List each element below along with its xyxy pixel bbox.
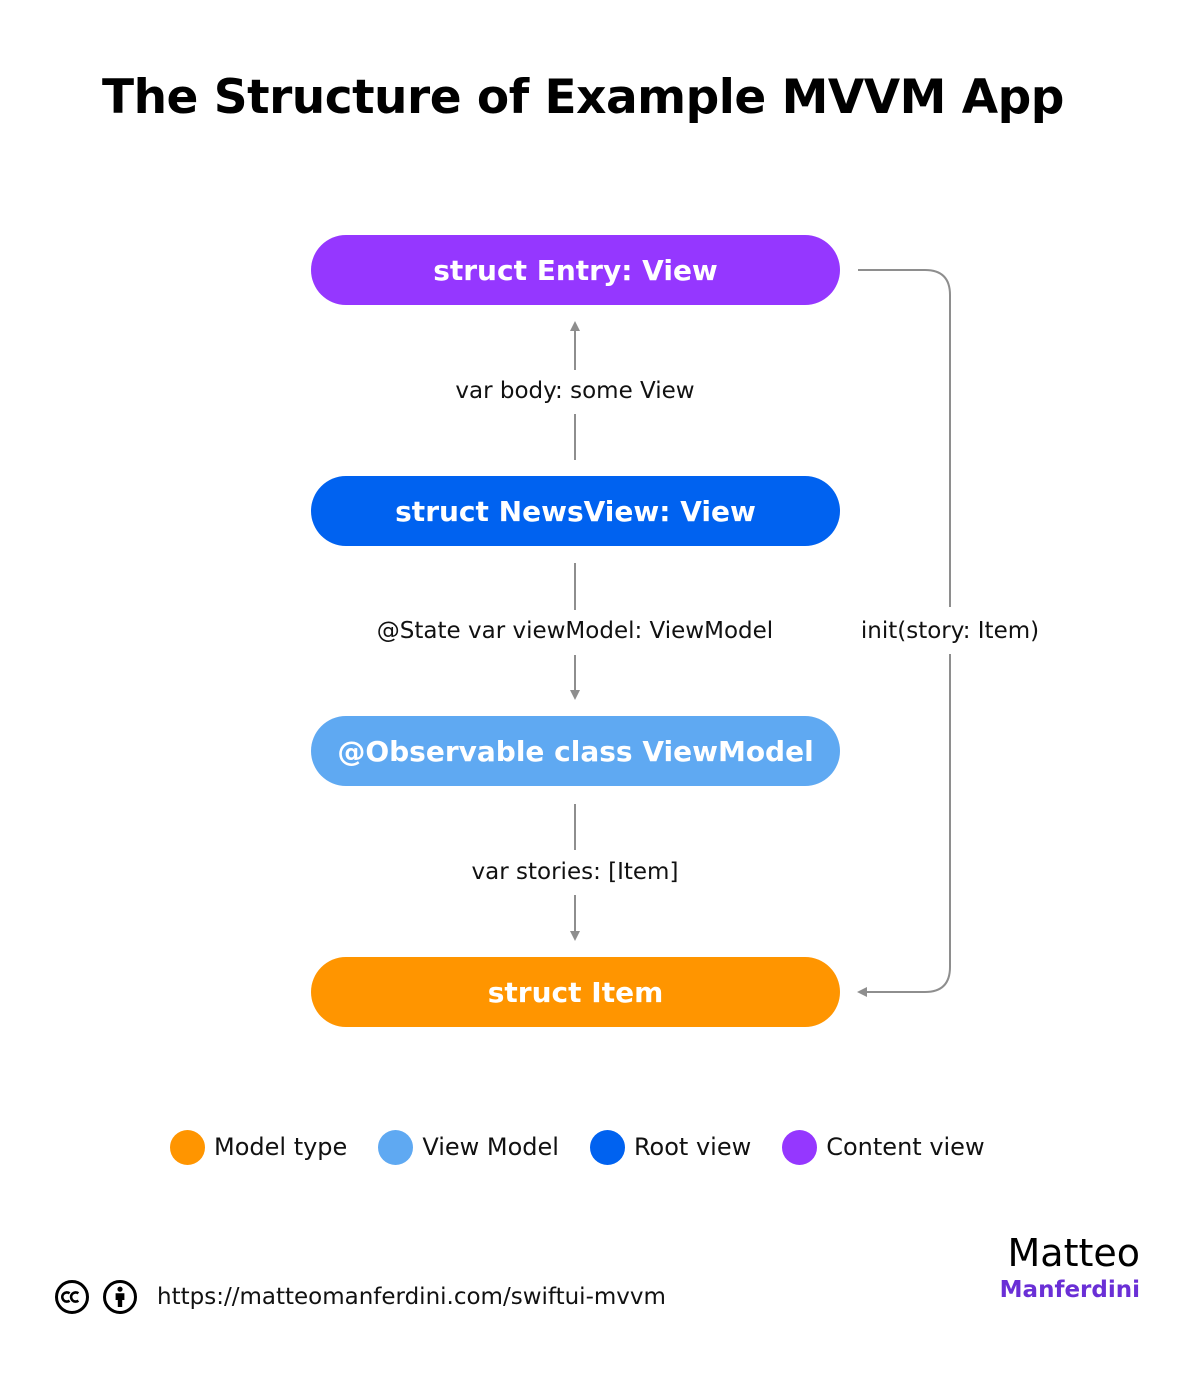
node-item-label: struct Item xyxy=(487,975,664,1009)
legend-dot-view-model xyxy=(378,1129,414,1165)
legend-item-view-model: View Model xyxy=(378,1129,559,1165)
legend-label-root-view: Root view xyxy=(633,1133,752,1161)
diagram-title: The Structure of Example MVVM App xyxy=(102,70,1064,125)
edge-label-body: var body: some View xyxy=(405,376,745,406)
brand-first-name: Matteo xyxy=(1007,1231,1141,1275)
node-entry-view: struct Entry: View xyxy=(311,235,840,305)
legend-item-content-view: Content view xyxy=(782,1129,985,1165)
legend-dot-model-type xyxy=(170,1129,205,1165)
legend-dot-root-view xyxy=(589,1129,625,1165)
attribution-icon xyxy=(103,1280,137,1314)
legend-label-view-model: View Model xyxy=(422,1133,559,1161)
edge-label-init: init(story: Item) xyxy=(848,616,1052,646)
source-url-link[interactable]: https://matteomanferdini.com/swiftui-mvv… xyxy=(157,1284,666,1310)
node-viewmodel: @Observable class ViewModel xyxy=(311,716,840,786)
legend: Model type View Model Root view Content … xyxy=(170,1128,1016,1166)
edge-init-path-lower xyxy=(857,654,951,997)
node-newsview-label: struct NewsView: View xyxy=(395,494,756,528)
legend-label-content-view: Content view xyxy=(826,1133,985,1161)
legend-item-model-type: Model type xyxy=(170,1129,348,1165)
edge-label-viewmodel: @State var viewModel: ViewModel xyxy=(345,616,805,646)
creative-commons-icon xyxy=(55,1280,89,1314)
node-newsview: struct NewsView: View xyxy=(311,476,840,546)
edge-label-stories: var stories: [Item] xyxy=(435,857,715,887)
license-footer: https://matteomanferdini.com/swiftui-mvv… xyxy=(55,1278,666,1316)
legend-label-model-type: Model type xyxy=(214,1133,348,1161)
node-entry-view-label: struct Entry: View xyxy=(433,253,718,287)
brand-last-name: Manferdini xyxy=(999,1277,1140,1303)
node-viewmodel-label: @Observable class ViewModel xyxy=(337,734,814,768)
author-brand-logo: Matteo Manferdini xyxy=(1000,1230,1140,1304)
node-item: struct Item xyxy=(311,957,840,1027)
edge-init-path-upper xyxy=(858,269,951,607)
legend-dot-content-view xyxy=(782,1129,818,1165)
legend-item-root-view: Root view xyxy=(589,1129,752,1165)
